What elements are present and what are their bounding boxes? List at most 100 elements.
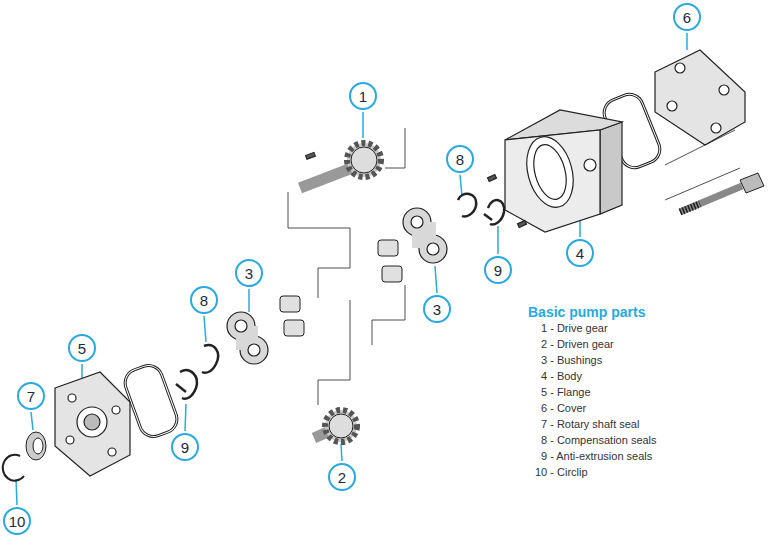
leader-lines-part bbox=[248, 289, 250, 312]
flange-part bbox=[112, 406, 120, 414]
bushing-right-part bbox=[411, 216, 423, 228]
callout-number: 9 bbox=[494, 263, 502, 278]
circlip-part bbox=[3, 455, 24, 481]
callout-circle: 10 bbox=[3, 507, 31, 535]
cover-part bbox=[719, 85, 729, 95]
cover bbox=[655, 50, 745, 145]
drive-gear-part bbox=[300, 168, 352, 188]
leader-lines bbox=[16, 33, 687, 505]
callout-circle: 8 bbox=[190, 286, 218, 314]
part-list-item: 9 - Anti-extrusion seals bbox=[541, 450, 652, 463]
leader-lines-part bbox=[686, 33, 688, 50]
callout-number: 7 bbox=[27, 389, 35, 404]
flange-part bbox=[108, 448, 116, 456]
part-list-item: 10 - Circlip bbox=[535, 466, 588, 479]
leader-lines-part bbox=[341, 444, 342, 461]
bolt-part bbox=[740, 173, 764, 193]
callout-circle: 9 bbox=[171, 433, 199, 461]
callout-number: 10 bbox=[9, 514, 26, 529]
bushing-right-part bbox=[427, 243, 439, 255]
pump-body-part bbox=[584, 159, 596, 171]
callout-circle: 8 bbox=[446, 145, 474, 173]
assembly-lines-part bbox=[385, 128, 405, 168]
shaft-seal bbox=[26, 432, 46, 460]
callout-number: 3 bbox=[245, 266, 253, 281]
part-list-item: 6 - Cover bbox=[541, 402, 586, 415]
part-list-item: 2 - Driven gear bbox=[541, 338, 614, 351]
part-list-item: 7 - Rotary shaft seal bbox=[541, 418, 639, 431]
leader-lines-part bbox=[16, 479, 17, 505]
flange-part bbox=[77, 407, 107, 437]
leader-lines-part bbox=[204, 316, 206, 342]
callout-number: 4 bbox=[576, 246, 584, 261]
assembly-lines-part bbox=[318, 300, 350, 405]
callout-circle: 5 bbox=[68, 334, 96, 362]
pump-body-part bbox=[505, 130, 600, 232]
leader-lines-part bbox=[497, 226, 499, 254]
callout-number: 6 bbox=[683, 10, 691, 25]
leader-lines-part bbox=[460, 175, 462, 196]
assembly-lines-part bbox=[288, 192, 350, 298]
seals-right-part bbox=[484, 214, 492, 220]
flange bbox=[55, 372, 130, 476]
callout-circle: 4 bbox=[566, 239, 594, 267]
driven-gear-part bbox=[325, 410, 357, 442]
seals-left bbox=[176, 345, 218, 399]
legend-heading: Basic pump parts bbox=[528, 304, 645, 320]
bolt bbox=[680, 173, 764, 212]
assembly-lines-part bbox=[372, 285, 405, 345]
seals-right-part bbox=[458, 194, 476, 217]
callout-number: 1 bbox=[359, 89, 367, 104]
part-list-item: 8 - Compensation seals bbox=[541, 434, 657, 447]
callout-number: 5 bbox=[78, 341, 86, 356]
circlip bbox=[3, 455, 24, 481]
callout-circle: 2 bbox=[328, 463, 356, 491]
shaft-seal-part bbox=[26, 432, 46, 460]
pump-body-part bbox=[519, 132, 580, 213]
bushing-left bbox=[227, 312, 268, 364]
callout-circle: 3 bbox=[423, 295, 451, 323]
bolt-part bbox=[680, 204, 700, 212]
callout-number: 9 bbox=[181, 440, 189, 455]
leader-lines-part bbox=[435, 266, 437, 293]
part-list-item: 3 - Bushings bbox=[541, 354, 602, 367]
callout-number: 2 bbox=[338, 470, 346, 485]
part-list-item: 4 - Body bbox=[541, 370, 582, 383]
flange-part bbox=[55, 372, 130, 476]
flange-part bbox=[66, 436, 74, 444]
drive-gear-part bbox=[351, 147, 377, 173]
callout-circle: 9 bbox=[484, 256, 512, 284]
callout-circle: 1 bbox=[349, 82, 377, 110]
pump-body-part bbox=[528, 141, 571, 203]
shaft-seal-part bbox=[33, 438, 43, 454]
callout-circle: 3 bbox=[235, 259, 263, 287]
leader-lines-part bbox=[362, 112, 364, 138]
bushing-right bbox=[403, 208, 447, 263]
drive-gear-part bbox=[347, 143, 381, 177]
driven-gear-part bbox=[329, 414, 353, 438]
pump-body-part bbox=[488, 174, 497, 181]
bearings-right-part bbox=[378, 240, 398, 256]
cover-part bbox=[667, 101, 677, 111]
driven-gear bbox=[314, 410, 357, 442]
drive-gear bbox=[300, 143, 381, 188]
bearings-right bbox=[378, 240, 402, 282]
leader-lines-part bbox=[81, 364, 83, 378]
bushing-left-part bbox=[235, 320, 247, 332]
pump-body-part bbox=[600, 122, 622, 214]
bushing-left-part bbox=[248, 344, 260, 356]
bolt-part bbox=[680, 186, 742, 212]
part-list-item: 1 - Drive gear bbox=[541, 322, 608, 335]
bearings-right-part bbox=[382, 266, 402, 282]
seals-right bbox=[458, 194, 504, 225]
cover-part bbox=[675, 63, 685, 73]
leader-lines-part bbox=[31, 412, 33, 430]
callout-number: 3 bbox=[433, 302, 441, 317]
bearings-left bbox=[280, 296, 304, 336]
seals-right-part bbox=[488, 200, 504, 224]
bearings-left-part bbox=[284, 320, 304, 336]
leader-lines-part bbox=[185, 404, 186, 431]
flange-part bbox=[84, 414, 100, 430]
